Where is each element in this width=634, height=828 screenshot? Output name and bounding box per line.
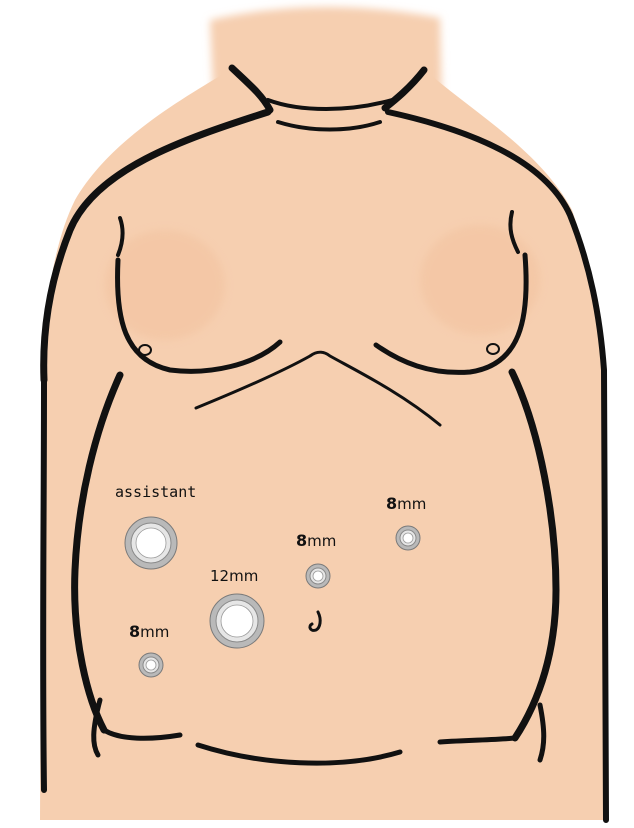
port-8mm-right [396,526,420,550]
label-8mm-center: 8mm [296,531,336,550]
label-8mm-left-unit: mm [140,623,169,641]
label-12mm: 12mm [210,567,258,585]
label-8mm-left-num: 8 [129,622,140,641]
left-arm-line [43,380,44,790]
label-assistant: assistant [115,483,196,501]
port-assistant [125,517,177,569]
label-8mm-right: 8mm [386,494,426,513]
port-12mm [210,594,264,648]
label-8mm-left: 8mm [129,622,169,641]
port-8mm-center [306,564,330,588]
label-8mm-center-num: 8 [296,531,307,550]
torso-skin [40,70,605,820]
port-8mm-left [139,653,163,677]
label-8mm-center-unit: mm [307,532,336,550]
label-8mm-right-unit: mm [397,495,426,513]
label-8mm-right-num: 8 [386,494,397,513]
